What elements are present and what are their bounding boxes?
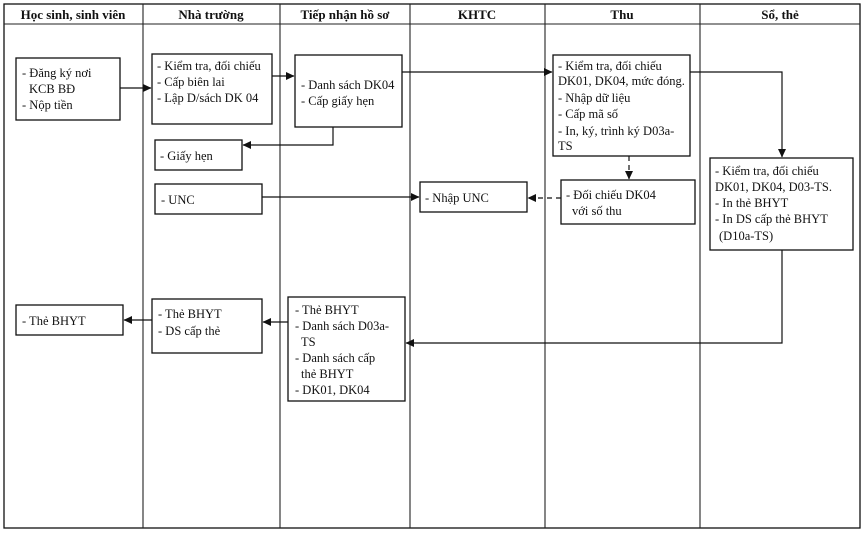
svg-text:TS: TS: [558, 139, 573, 153]
svg-text:- Cấp mã số: - Cấp mã số: [558, 107, 619, 121]
svg-text:thẻ BHYT: thẻ BHYT: [301, 367, 354, 381]
svg-text:- Danh sách D03a-: - Danh sách D03a-: [295, 319, 389, 333]
svg-text:- UNC: - UNC: [161, 193, 195, 207]
svg-text:KCB BĐ: KCB BĐ: [29, 82, 75, 96]
svg-text:- Cấp giấy hẹn: - Cấp giấy hẹn: [301, 94, 375, 108]
box-school-check: - Kiểm tra, đối chiếu - Cấp biên lai - L…: [151, 53, 273, 125]
svg-text:- Nhập dữ liệu: - Nhập dữ liệu: [558, 91, 631, 105]
svg-text:- Danh sách cấp: - Danh sách cấp: [295, 351, 375, 365]
svg-text:- Giấy hẹn: - Giấy hẹn: [160, 149, 214, 163]
svg-text:- Kiểm tra, đối chiếu: - Kiểm tra, đối chiếu: [715, 164, 820, 178]
svg-text:- Đối chiếu DK04: - Đối chiếu DK04: [566, 188, 657, 202]
svg-text:- Kiểm tra, đối chiếu: - Kiểm tra, đối chiếu: [157, 59, 262, 73]
lane-title-khtc: KHTC: [458, 7, 496, 22]
box-unc: - UNC: [154, 183, 263, 215]
box-school-card: - Thẻ BHYT - DS cấp thẻ: [151, 298, 263, 354]
lane-title-so-the: Sổ, thẻ: [761, 7, 799, 22]
box-nhap-unc: - Nhập UNC: [419, 181, 528, 213]
lane-title-thu: Thu: [610, 7, 633, 22]
svg-text:DK01, DK04, mức đóng.: DK01, DK04, mức đóng.: [558, 74, 685, 88]
box-receive-card: - Thẻ BHYT - Danh sách D03a- TS - Danh s…: [287, 296, 406, 402]
box-receive-list: - Danh sách DK04 - Cấp giấy hẹn: [294, 54, 403, 128]
svg-text:DK01, DK04, D03-TS.: DK01, DK04, D03-TS.: [715, 180, 832, 194]
svg-text:- Thẻ BHYT: - Thẻ BHYT: [158, 307, 222, 321]
svg-text:với số thu: với số thu: [572, 204, 622, 218]
svg-text:- DK01, DK04: - DK01, DK04: [295, 383, 370, 397]
svg-text:- DS cấp thẻ: - DS cấp thẻ: [158, 324, 221, 338]
svg-text:- Nhập UNC: - Nhập UNC: [425, 191, 489, 205]
box-thu-check: - Kiểm tra, đối chiếu DK01, DK04, mức đó…: [552, 54, 691, 157]
svg-text:- Đăng ký nơi: - Đăng ký nơi: [22, 66, 92, 80]
arrow-so-the-to-reception: [405, 250, 783, 347]
svg-text:- In thẻ BHYT: - In thẻ BHYT: [715, 196, 789, 210]
svg-text:- Kiểm tra, đối chiếu: - Kiểm tra, đối chiếu: [558, 59, 663, 73]
arrow-reception-to-appointment: [242, 127, 334, 149]
box-register: - Đăng ký nơi KCB BĐ - Nộp tiền: [15, 57, 121, 121]
svg-text:(D10a-TS): (D10a-TS): [719, 229, 773, 243]
lane-title-students: Học sinh, sinh viên: [21, 7, 127, 22]
arrow-thu-to-so-the: [690, 71, 786, 158]
outer-frame: [3, 3, 861, 529]
svg-text:- Cấp biên lai: - Cấp biên lai: [157, 75, 225, 89]
lane-title-school: Nhà trường: [178, 7, 244, 22]
lane-title-reception: Tiếp nhận hồ sơ: [301, 7, 391, 22]
box-so-the-check: - Kiểm tra, đối chiếu DK01, DK04, D03-TS…: [709, 157, 854, 251]
box-doi-chieu: - Đối chiếu DK04 với số thu: [560, 179, 696, 225]
svg-text:- Thẻ BHYT: - Thẻ BHYT: [22, 314, 86, 328]
svg-text:- In, ký, trình ký D03a-: - In, ký, trình ký D03a-: [558, 124, 674, 138]
svg-text:- Thẻ BHYT: - Thẻ BHYT: [295, 303, 359, 317]
svg-text:- Nộp tiền: - Nộp tiền: [22, 98, 73, 112]
box-student-card: - Thẻ BHYT: [15, 304, 124, 336]
svg-text:- Danh sách DK04: - Danh sách DK04: [301, 78, 395, 92]
svg-text:- Lập D/sách DK 04: - Lập D/sách DK 04: [157, 91, 259, 105]
box-appointment: - Giấy hẹn: [154, 139, 243, 171]
svg-text:TS: TS: [301, 335, 316, 349]
svg-text:- In DS cấp thẻ BHYT: - In DS cấp thẻ BHYT: [715, 212, 828, 226]
